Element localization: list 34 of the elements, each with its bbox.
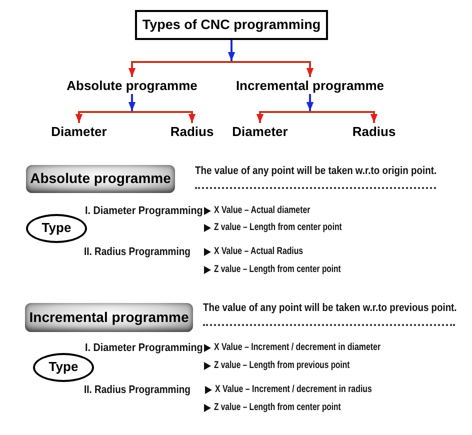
title-box: Types of CNC programming (135, 10, 328, 40)
type-oval: Type (26, 214, 87, 243)
list-item: Z value – Length from center point (214, 264, 341, 276)
category-label: Incremental programme (232, 78, 388, 94)
subtype-label: Radius (348, 124, 400, 140)
section-header-panel: Incremental programme (25, 303, 193, 332)
arrow (132, 111, 196, 123)
arrow (310, 111, 378, 123)
type-oval: Type (33, 353, 94, 382)
arrow (128, 61, 232, 77)
list-item: Z value – Length from center point (214, 402, 341, 414)
list-item: Z value – Length from previous point (214, 360, 350, 372)
list-heading: II. Radius Programming (84, 246, 190, 258)
list-item: X Value – Actual diameter (214, 205, 310, 216)
list-heading: I. Diameter Programming (85, 204, 203, 218)
subtype-label: Radius (166, 124, 218, 140)
arrow (232, 61, 314, 77)
list-item: X Value – Increment / decrement in diameter (214, 342, 381, 354)
arrow (75, 111, 132, 123)
subtype-label: Diameter (229, 124, 291, 140)
arrow (128, 94, 136, 111)
list-item: X Value – Actual Radius (214, 246, 304, 258)
definition-text: The value of any point will be taken w.r.to origin point. (195, 164, 437, 178)
list-heading: I. Diameter Programming (85, 342, 203, 354)
arrow (306, 94, 314, 111)
list-heading: II. Radius Programming (84, 384, 190, 396)
definition-text: The value of any point will be taken w.r.to previous point. (203, 302, 457, 314)
subtype-label: Diameter (48, 124, 110, 140)
section-header-panel: Absolute programme (26, 165, 175, 193)
category-label: Absolute programme (62, 78, 202, 94)
arrow (256, 111, 310, 123)
list-item: Z value – Length from center point (214, 222, 342, 234)
list-item: X Value – Increment / decrement in radius (215, 384, 372, 396)
arrow (228, 40, 236, 61)
